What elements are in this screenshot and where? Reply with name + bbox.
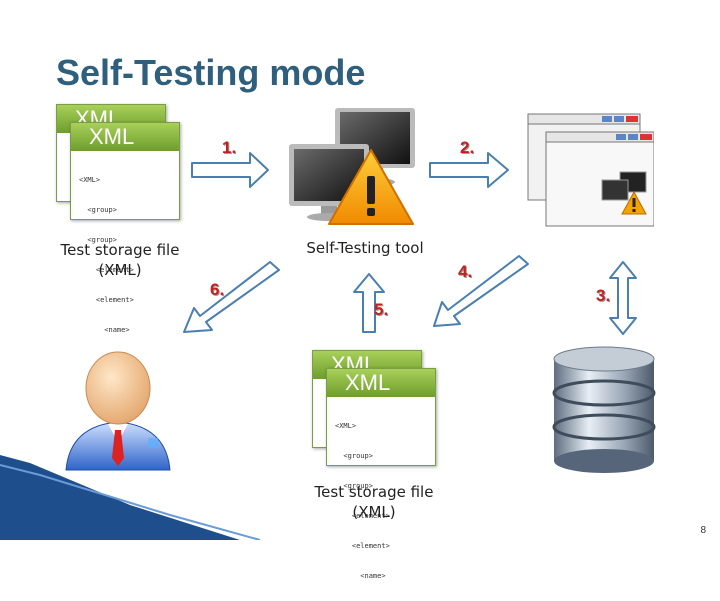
caption-line: (XML)	[98, 261, 142, 279]
xml-tree-line: <name>	[335, 572, 386, 580]
xml-tree-line: <XML>	[79, 176, 101, 184]
step-label-4: 4.	[458, 262, 473, 281]
caption-line: Test storage file	[60, 241, 180, 259]
step-label-2: 2.	[460, 138, 475, 157]
arrow-4	[433, 255, 529, 327]
arrow-5	[353, 273, 385, 333]
xml-file-icon-bottom: XML XML <XML> <group> <group> <element> …	[312, 350, 436, 580]
xml-file-icon-top: XML XML <XML> <group> <group> <element> …	[56, 104, 180, 334]
user-avatar-icon	[65, 351, 171, 471]
caption-line: Test storage file	[314, 483, 434, 501]
slide-corner-decoration	[0, 455, 261, 540]
xml-tree-line: <group>	[79, 206, 117, 214]
slide-title: Self-Testing mode	[56, 52, 366, 93]
caption-tool: Self-Testing tool	[306, 239, 424, 257]
xml-tree-line: <group>	[335, 482, 373, 490]
xml-tree-line: <name>	[79, 326, 130, 334]
xml-tree-line: <group>	[79, 236, 117, 244]
self-testing-tool-icon	[289, 108, 415, 225]
arrow-3	[609, 261, 637, 335]
xml-tree-line: <element>	[335, 512, 390, 520]
xml-tree-line: <element>	[79, 296, 134, 304]
xml-tree-line: <group>	[335, 452, 373, 460]
caption-line: (XML)	[352, 503, 396, 521]
xml-tree-line: <XML>	[335, 422, 357, 430]
xml-tree-line: <element>	[335, 542, 390, 550]
xml-band-label: XML	[327, 369, 435, 397]
step-label-5: 5.	[374, 300, 389, 319]
flow-arrows	[183, 152, 637, 335]
arrow-6	[183, 261, 280, 333]
xml-band-label: XML	[71, 123, 179, 151]
arrow-2	[429, 152, 509, 188]
arrow-1	[191, 152, 269, 188]
step-label-1: 1.	[222, 138, 237, 157]
xml-tree-text: <XML> <group> <group> <element> <element…	[79, 155, 134, 355]
step-label-3: 3.	[596, 286, 611, 305]
caption-xml-top: Test storage file (XML)	[50, 240, 190, 280]
caption-xml-bottom: Test storage file (XML)	[304, 482, 444, 522]
application-windows-icon	[527, 113, 654, 227]
step-label-6: 6.	[210, 280, 225, 299]
page-number: 8	[700, 525, 706, 536]
xml-tree-line: <element>	[79, 266, 134, 274]
database-icon	[552, 346, 656, 473]
